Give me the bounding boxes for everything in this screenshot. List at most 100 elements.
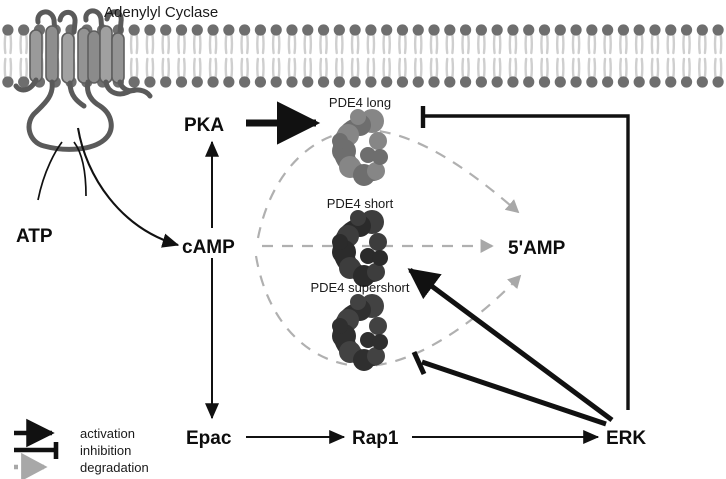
- adenylyl-cyclase-protein: [13, 8, 153, 152]
- lipid-head: [617, 76, 630, 88]
- lipid-head: [286, 76, 298, 88]
- lipid-head: [160, 76, 172, 88]
- legend-label-activation: activation: [80, 426, 135, 441]
- lipid-head: [633, 76, 645, 88]
- lipid-head: [412, 76, 424, 88]
- legend: activation inhibition degradation: [14, 418, 149, 479]
- edge-erk-inhibits-pde4-supershort: [411, 350, 607, 427]
- lipid-head: [538, 24, 551, 36]
- lipid-head: [507, 76, 519, 88]
- lipid-head: [317, 24, 330, 36]
- node-atp: ATP: [16, 226, 53, 247]
- lipid-head: [665, 24, 677, 36]
- edge-camp-to-amp-via-pde4-long: [256, 128, 520, 239]
- lipid-head: [286, 24, 298, 36]
- tm-helices-left: [29, 25, 91, 84]
- tm-helices-right: [87, 25, 125, 84]
- lipid-head: [191, 24, 203, 36]
- lipid-head: [412, 24, 424, 36]
- lipid-head: [270, 76, 282, 88]
- edge-cyclase-to-camp: [76, 127, 180, 248]
- lipid-head: [491, 24, 503, 36]
- lipid-head: [175, 76, 188, 88]
- legend-label-degradation: degradation: [80, 460, 149, 475]
- lipid-head: [365, 24, 377, 36]
- lipid-head: [665, 76, 677, 88]
- lipid-head: [602, 24, 614, 36]
- lipid-head: [712, 76, 724, 88]
- lipid-head: [239, 76, 251, 88]
- enzyme-label-pde4-short: PDE4 short: [327, 196, 394, 211]
- lipid-head: [696, 24, 708, 36]
- lipid-head: [475, 24, 487, 36]
- node-erk: ERK: [606, 428, 646, 449]
- lipid-head: [444, 24, 456, 36]
- enzyme-label-pde4-supershort: PDE4 supershort: [311, 280, 410, 295]
- lipid-head: [649, 76, 661, 88]
- node-camp: cAMP: [182, 237, 235, 258]
- lipid-head: [396, 24, 409, 36]
- lipid-head: [175, 24, 188, 36]
- lipid-head: [160, 24, 172, 36]
- lipid-head: [649, 24, 661, 36]
- lipid-head: [586, 76, 598, 88]
- lipid-head: [475, 76, 487, 88]
- lipid-head: [680, 24, 693, 36]
- lipid-head: [459, 24, 472, 36]
- lipid-head: [254, 76, 267, 88]
- lipid-head: [18, 24, 30, 36]
- lipid-head: [396, 76, 409, 88]
- enzyme-label-pde4-long: PDE4 long: [329, 95, 391, 110]
- lipid-head: [223, 24, 235, 36]
- lipid-head: [586, 24, 598, 36]
- lipid-head: [207, 76, 219, 88]
- lipid-head: [18, 76, 30, 88]
- lipid-head: [617, 24, 630, 36]
- lipid-head: [302, 24, 314, 36]
- lipid-head: [207, 24, 219, 36]
- lipid-head: [302, 76, 314, 88]
- lipid-head: [144, 24, 156, 36]
- lipid-head: [333, 24, 345, 36]
- lipid-head: [554, 24, 566, 36]
- lipid-head: [459, 76, 472, 88]
- lipid-head: [144, 76, 156, 88]
- lipid-head: [349, 24, 361, 36]
- lipid-head: [381, 76, 393, 88]
- lipid-head: [538, 76, 551, 88]
- lipid-head: [333, 76, 345, 88]
- lipid-head: [554, 76, 566, 88]
- lipid-head: [428, 76, 440, 88]
- atp-substrate-strands: [37, 141, 87, 201]
- lipid-head: [523, 76, 535, 88]
- lipid-head: [444, 76, 456, 88]
- legend-label-inhibition: inhibition: [80, 443, 131, 458]
- lipid-head: [365, 76, 377, 88]
- lipid-head: [491, 76, 503, 88]
- edge-erk-to-pde4-short: [407, 267, 614, 423]
- edge-camp-to-amp-via-pde4-supershort: [254, 255, 522, 368]
- adenylyl-cyclase-label: Adenylyl Cyclase: [104, 4, 218, 21]
- edge-erk-inhibits-pde4-long: [420, 106, 630, 410]
- lipid-head: [570, 76, 582, 88]
- lipid-head: [381, 24, 393, 36]
- lipid-head: [523, 24, 535, 36]
- enzyme-pde4-long: PDE4 long: [329, 95, 391, 186]
- lipid-head: [191, 76, 203, 88]
- lipid-head: [254, 24, 267, 36]
- lipid-head: [2, 24, 14, 36]
- lipid-head: [270, 24, 282, 36]
- node-5amp: 5'AMP: [508, 238, 566, 259]
- lipid-head: [128, 24, 140, 36]
- enzyme-pde4-supershort: PDE4 supershort: [311, 280, 410, 371]
- lipid-head: [507, 24, 519, 36]
- lipid-head: [428, 24, 440, 36]
- lipid-head: [712, 24, 724, 36]
- lipid-head: [239, 24, 251, 36]
- degradation-edges: [254, 128, 522, 368]
- lipid-head: [633, 24, 645, 36]
- lipid-head: [223, 76, 235, 88]
- lipid-head: [349, 76, 361, 88]
